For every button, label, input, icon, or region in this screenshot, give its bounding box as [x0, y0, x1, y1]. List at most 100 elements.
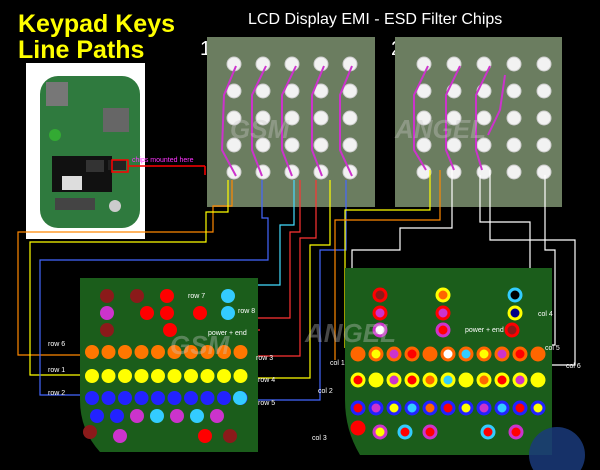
keypad-key [476, 400, 492, 416]
solder-ball [506, 83, 522, 99]
keypad-key [193, 306, 207, 320]
keypad-key [368, 400, 384, 416]
keypad-key [200, 369, 215, 383]
solder-ball [313, 56, 329, 72]
keypad-key [100, 323, 114, 337]
keypad-key [101, 369, 116, 383]
solder-ball [255, 83, 271, 99]
solder-ball [476, 56, 492, 72]
col-4-label: col 4 [538, 311, 553, 318]
col-3-label: col 3 [312, 435, 327, 442]
keypad-key [140, 306, 154, 320]
phone-board-image [26, 63, 206, 239]
keypad-key [118, 345, 132, 359]
solder-ball [536, 137, 552, 153]
solder-ball [446, 83, 462, 99]
solder-ball [226, 110, 242, 126]
keypad-key [160, 289, 174, 303]
keypad-key [100, 306, 114, 320]
row-5-label: row 5 [258, 400, 275, 407]
keypad-key [508, 424, 524, 440]
col-2-label: col 2 [318, 388, 333, 395]
keypad-key [440, 400, 456, 416]
solder-ball [536, 164, 552, 180]
solder-ball [536, 110, 552, 126]
keypad-key [130, 409, 144, 423]
gsm-angel-logo: GSM ANGEL GSM ANGEL [170, 114, 486, 360]
solder-ball [416, 137, 432, 153]
keypad-key [151, 369, 165, 383]
row-3-label: row 3 [256, 355, 273, 362]
keypad-key [512, 346, 528, 362]
keypad-key [217, 345, 231, 359]
keypad-key [530, 372, 546, 388]
row-4-label: row 4 [258, 377, 275, 384]
solder-ball [476, 83, 492, 99]
keypad-key [167, 391, 182, 405]
keypad-key [372, 424, 388, 440]
keypad-key [85, 391, 99, 405]
solder-ball [284, 56, 300, 72]
solder-ball [255, 137, 271, 153]
keypad-key [386, 346, 402, 362]
title-line-2: Line Paths [18, 36, 145, 64]
keypad-key [440, 346, 456, 362]
keypad-key [422, 346, 438, 362]
keypad-key [494, 346, 510, 362]
keypad-key [100, 289, 114, 303]
keypad-key [184, 345, 198, 359]
keypad-key [134, 391, 149, 405]
keypad-key [440, 372, 456, 388]
keypad-key [404, 372, 420, 388]
keypad-key [150, 409, 164, 423]
solder-ball [313, 137, 329, 153]
solder-ball [506, 56, 522, 72]
solder-ball [536, 56, 552, 72]
col-1-label: col 1 [330, 360, 345, 367]
col-5-label: col 5 [545, 345, 560, 352]
keypad-key [404, 400, 420, 416]
keypad-key [530, 400, 546, 416]
solder-ball [342, 137, 358, 153]
col-6-label: col 6 [566, 363, 581, 370]
keypad-key [386, 372, 402, 388]
keypad-key [512, 400, 528, 416]
keypad-key [210, 409, 224, 423]
keypad-key [422, 400, 438, 416]
keypad-key [458, 400, 474, 416]
keypad-key [404, 346, 420, 362]
solder-ball [342, 83, 358, 99]
keypad-key [151, 345, 165, 359]
keypad-key [200, 391, 215, 405]
keypad-key [435, 305, 451, 321]
keypad-key [494, 372, 510, 388]
keypad-key [223, 429, 237, 443]
keypad-key [85, 345, 99, 359]
keypad-key [134, 345, 149, 359]
svg-text:ANGEL: ANGEL [304, 318, 396, 348]
keypad-key [83, 425, 97, 439]
solder-ball [284, 110, 300, 126]
keypad-key [221, 306, 235, 320]
row-8-label: row 8 [238, 308, 255, 315]
chip-1-balls [226, 56, 358, 180]
svg-text:ANGEL: ANGEL [394, 114, 486, 144]
row-7-label: row 7 [188, 293, 205, 300]
keypad-key [397, 424, 413, 440]
solder-ball [416, 56, 432, 72]
keypad-key [198, 429, 212, 443]
keypad-key [221, 289, 235, 303]
keypad-key [368, 372, 384, 388]
keypad-key [170, 409, 184, 423]
keypad-key [200, 345, 215, 359]
keypad-key [350, 372, 366, 388]
keypad-key [435, 322, 451, 338]
row-2-label: row 2 [48, 390, 65, 397]
keypad-key [217, 391, 231, 405]
keypad-key [167, 345, 182, 359]
keypad-key [350, 400, 366, 416]
keypad-key [163, 323, 177, 337]
keypad-key [350, 346, 366, 362]
